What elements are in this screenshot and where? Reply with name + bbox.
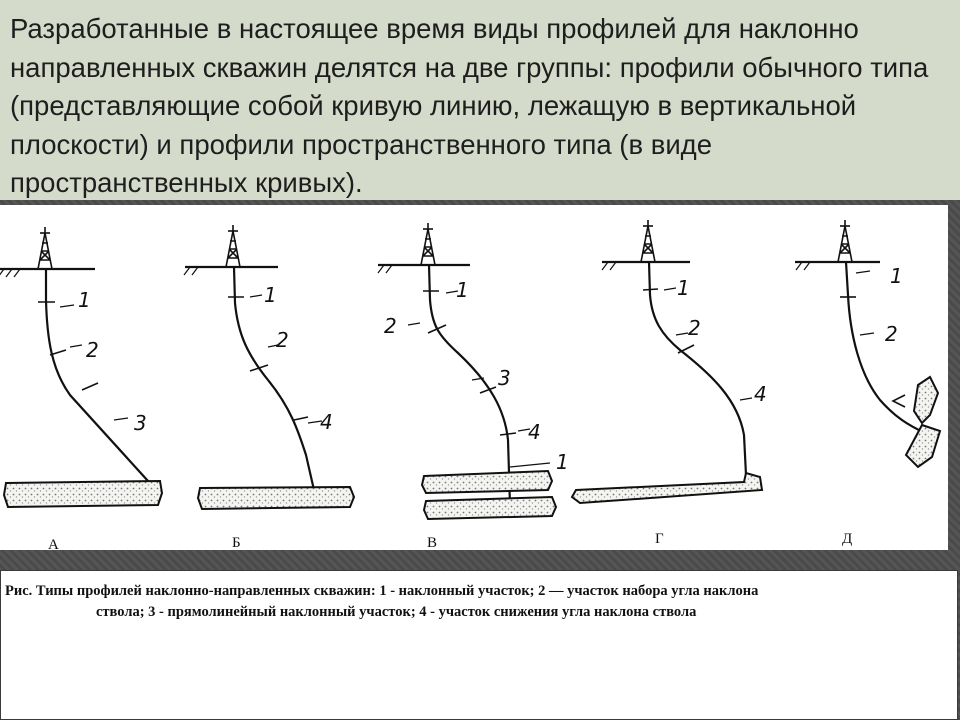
svg-text:4: 4 xyxy=(754,382,767,406)
figure-caption-box: Рис. Типы профилей наклонно-направленных… xyxy=(0,570,958,720)
svg-text:2: 2 xyxy=(688,316,701,340)
svg-text:2: 2 xyxy=(276,328,289,352)
svg-text:4: 4 xyxy=(528,420,541,444)
panel-label-v: В xyxy=(427,535,437,550)
profile-d xyxy=(795,220,942,469)
panel-label-d: Д xyxy=(842,531,852,547)
panel-label-b: Б xyxy=(232,535,241,550)
slide-header: Разработанные в настоящее время виды про… xyxy=(0,0,960,200)
svg-text:2: 2 xyxy=(885,322,898,346)
figure-caption: Рис. Типы профилей наклонно-направленных… xyxy=(5,581,957,623)
svg-text:3: 3 xyxy=(498,366,511,390)
svg-text:1: 1 xyxy=(264,283,277,307)
svg-text:1: 1 xyxy=(456,278,469,302)
caption-line-1: Рис. Типы профилей наклонно-направленных… xyxy=(5,583,759,599)
svg-text:4: 4 xyxy=(320,410,333,434)
svg-text:1: 1 xyxy=(556,450,569,474)
profile-a xyxy=(0,227,164,509)
panel-label-g: Г xyxy=(655,531,664,547)
profiles-drawing: 1 2 3 1 2 4 1 2 3 4 1 1 2 4 1 2 А Б В Г … xyxy=(0,220,942,550)
svg-text:1: 1 xyxy=(890,264,903,288)
svg-text:3: 3 xyxy=(134,411,147,435)
profile-g xyxy=(570,220,764,505)
svg-text:2: 2 xyxy=(86,338,99,362)
svg-text:1: 1 xyxy=(78,288,91,312)
profile-v xyxy=(377,223,558,521)
well-profiles-figure: 1 2 3 1 2 4 1 2 3 4 1 1 2 4 1 2 А Б В Г … xyxy=(0,205,948,550)
svg-text:2: 2 xyxy=(384,314,397,338)
panel-label-a: А xyxy=(48,537,59,550)
svg-text:1: 1 xyxy=(677,276,690,300)
profile-b xyxy=(183,225,356,511)
header-paragraph: Разработанные в настоящее время виды про… xyxy=(10,13,929,198)
caption-line-2: ствола; 3 - прямолинейный наклонный учас… xyxy=(96,604,697,620)
